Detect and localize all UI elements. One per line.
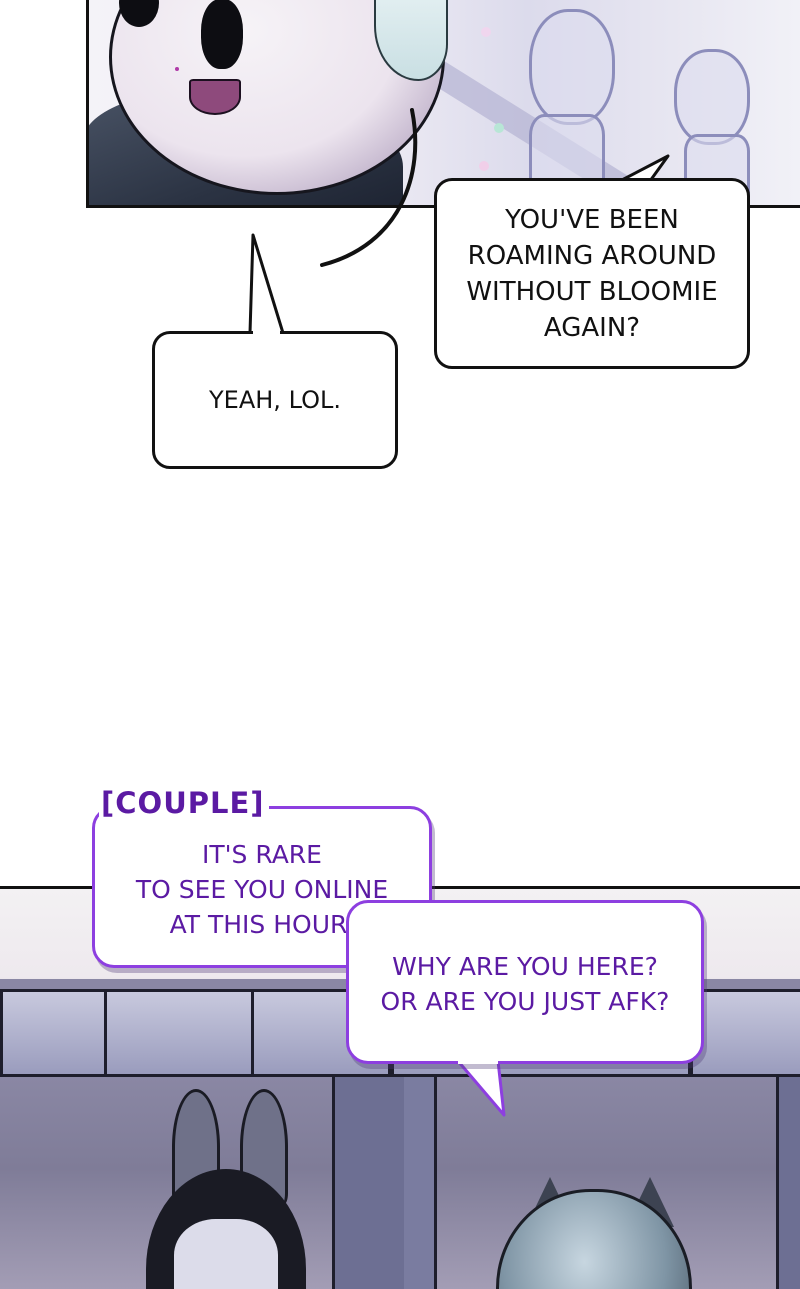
comic-panel-1 bbox=[86, 0, 800, 208]
sparkle bbox=[479, 161, 489, 171]
ghost-figure-2 bbox=[674, 49, 750, 145]
tail-join bbox=[253, 331, 280, 335]
speech-bubble-roaming: YOU'VE BEEN ROAMING AROUND WITHOUT BLOOM… bbox=[434, 178, 750, 369]
speech-tail-curve bbox=[248, 108, 418, 334]
character-mouth bbox=[189, 79, 241, 115]
wooden-pillar bbox=[404, 1077, 437, 1289]
bunny-character-face bbox=[174, 1219, 278, 1289]
character-eye-right bbox=[201, 0, 243, 69]
sparkle bbox=[494, 123, 504, 133]
speech-text: YEAH, LOL. bbox=[209, 386, 341, 414]
tail-join bbox=[458, 1060, 498, 1064]
speech-text: IT'S RARE TO SEE YOU ONLINE AT THIS HOUR… bbox=[135, 839, 389, 939]
speech-bubble-why: WHY ARE YOU HERE? OR ARE YOU JUST AFK? bbox=[346, 900, 704, 1064]
speech-tail-why bbox=[456, 1060, 506, 1117]
speaker-label-couple: [COUPLE] bbox=[99, 784, 269, 822]
sparkle bbox=[481, 27, 491, 37]
speech-tail-roaming bbox=[619, 154, 670, 183]
ghost-figure-1 bbox=[529, 9, 615, 125]
stone-block bbox=[104, 989, 254, 1077]
speech-text: YOU'VE BEEN ROAMING AROUND WITHOUT BLOOM… bbox=[466, 204, 718, 343]
wooden-pillar bbox=[776, 1077, 800, 1289]
character-nose bbox=[175, 67, 179, 71]
wooden-pillar bbox=[332, 1077, 408, 1289]
stone-block bbox=[690, 989, 800, 1077]
speech-text: WHY ARE YOU HERE? OR ARE YOU JUST AFK? bbox=[380, 952, 670, 1016]
stone-block bbox=[0, 989, 108, 1077]
speech-bubble-yeah: YEAH, LOL. bbox=[152, 331, 398, 469]
